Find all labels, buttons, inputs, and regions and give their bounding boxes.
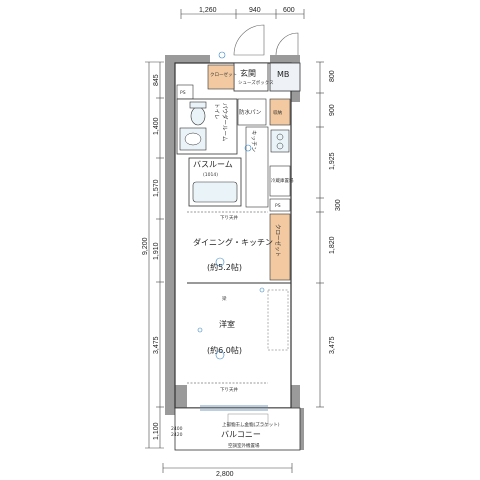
dim-right-4: 300 xyxy=(335,199,342,211)
closet-right-label: クローゼット xyxy=(274,224,282,257)
mb-wall xyxy=(270,55,300,63)
balcony-label: バルコニー xyxy=(221,430,261,439)
waterproof-pan-label: 防水パン xyxy=(239,108,262,116)
fridge-space xyxy=(269,165,291,197)
shoe-box-label: シューズボックス xyxy=(238,79,274,86)
entrance-area xyxy=(233,62,269,92)
ac-note: 空調室外機置場 xyxy=(228,442,260,449)
ceiling-down-label: 下り天井 xyxy=(220,214,238,221)
dim-left-1: 845 xyxy=(153,74,160,86)
burner-1 xyxy=(276,133,284,141)
washbasin-bowl xyxy=(184,132,202,146)
kitchen-counter xyxy=(245,126,269,208)
dim-right-1: 800 xyxy=(329,70,336,82)
entrance-label: 玄関 xyxy=(240,68,256,78)
dim-left-3: 1,570 xyxy=(153,179,160,197)
mb-door-arc xyxy=(275,32,299,56)
mb-label: MB xyxy=(277,70,289,79)
dim-right-5: 1,820 xyxy=(329,236,336,254)
left-dimension xyxy=(145,61,164,449)
balcony-window xyxy=(200,405,268,411)
bathtub xyxy=(192,181,238,203)
closet-right xyxy=(269,213,291,281)
ps-label-left: PS xyxy=(180,90,186,96)
bathroom-size: (1014) xyxy=(203,172,218,178)
western-room-label: 洋室 xyxy=(219,319,235,329)
right-dimension xyxy=(316,61,324,408)
kitchen-label: キッチン xyxy=(250,130,257,153)
ceiling-down-label-2: 下り天井 xyxy=(220,386,238,393)
dining-kitchen-size: (約5.2帖) xyxy=(207,262,242,272)
balcony-note: 上部物干し金物(ブラケット) xyxy=(222,421,280,428)
toilet-fixture xyxy=(190,106,206,126)
stove xyxy=(270,129,290,153)
burner-2 xyxy=(276,142,284,150)
toilet-label: トイレ xyxy=(213,103,219,120)
dim-right-6: 3,475 xyxy=(329,336,336,354)
dim-bottom: 2,800 xyxy=(216,471,234,478)
ref-1: 2400 xyxy=(171,426,183,432)
dim-top-1: 1,260 xyxy=(199,7,217,14)
entrance-door-arc xyxy=(233,24,265,56)
mb-box xyxy=(269,62,301,92)
balcony xyxy=(174,407,301,451)
bottom-dimension xyxy=(162,463,293,473)
entrance-closet-label: クローゼット xyxy=(210,71,237,78)
western-room-size: (約6.0帖) xyxy=(207,345,242,355)
fridge-label: 冷蔵庫置場 xyxy=(271,177,294,184)
outlet-markers xyxy=(197,51,265,360)
dim-top-3: 600 xyxy=(283,7,295,14)
toilet-tank xyxy=(189,101,207,109)
ref-2: 2420 xyxy=(171,432,183,438)
storage-upper-right xyxy=(269,98,291,126)
balcony-ac xyxy=(227,413,269,427)
dim-right-2: 900 xyxy=(329,104,336,116)
dim-left-4: 1,910 xyxy=(153,242,160,260)
dim-left-6: 1,100 xyxy=(153,422,160,440)
storage-label-upper: 収納 xyxy=(273,109,282,116)
dim-left-2: 1,400 xyxy=(153,117,160,135)
dining-kitchen-label: ダイニング・キッチン xyxy=(193,237,273,247)
entrance-closet xyxy=(207,64,235,90)
beam-label: 梁 xyxy=(222,295,227,302)
dim-top-2: 940 xyxy=(249,7,261,14)
waterproof-pan xyxy=(237,98,267,126)
bathroom-label: バスルーム xyxy=(193,160,233,169)
dim-left-5: 3,475 xyxy=(153,336,160,354)
ps-box-right xyxy=(269,198,291,212)
top-dimension xyxy=(180,9,305,19)
powder-room-label: パウダールーム xyxy=(221,103,229,142)
dim-right-3: 1,925 xyxy=(329,152,336,170)
closet-lower xyxy=(267,289,289,351)
dim-left-total: 9,200 xyxy=(142,237,149,255)
ps-label-right: PS xyxy=(275,203,281,209)
